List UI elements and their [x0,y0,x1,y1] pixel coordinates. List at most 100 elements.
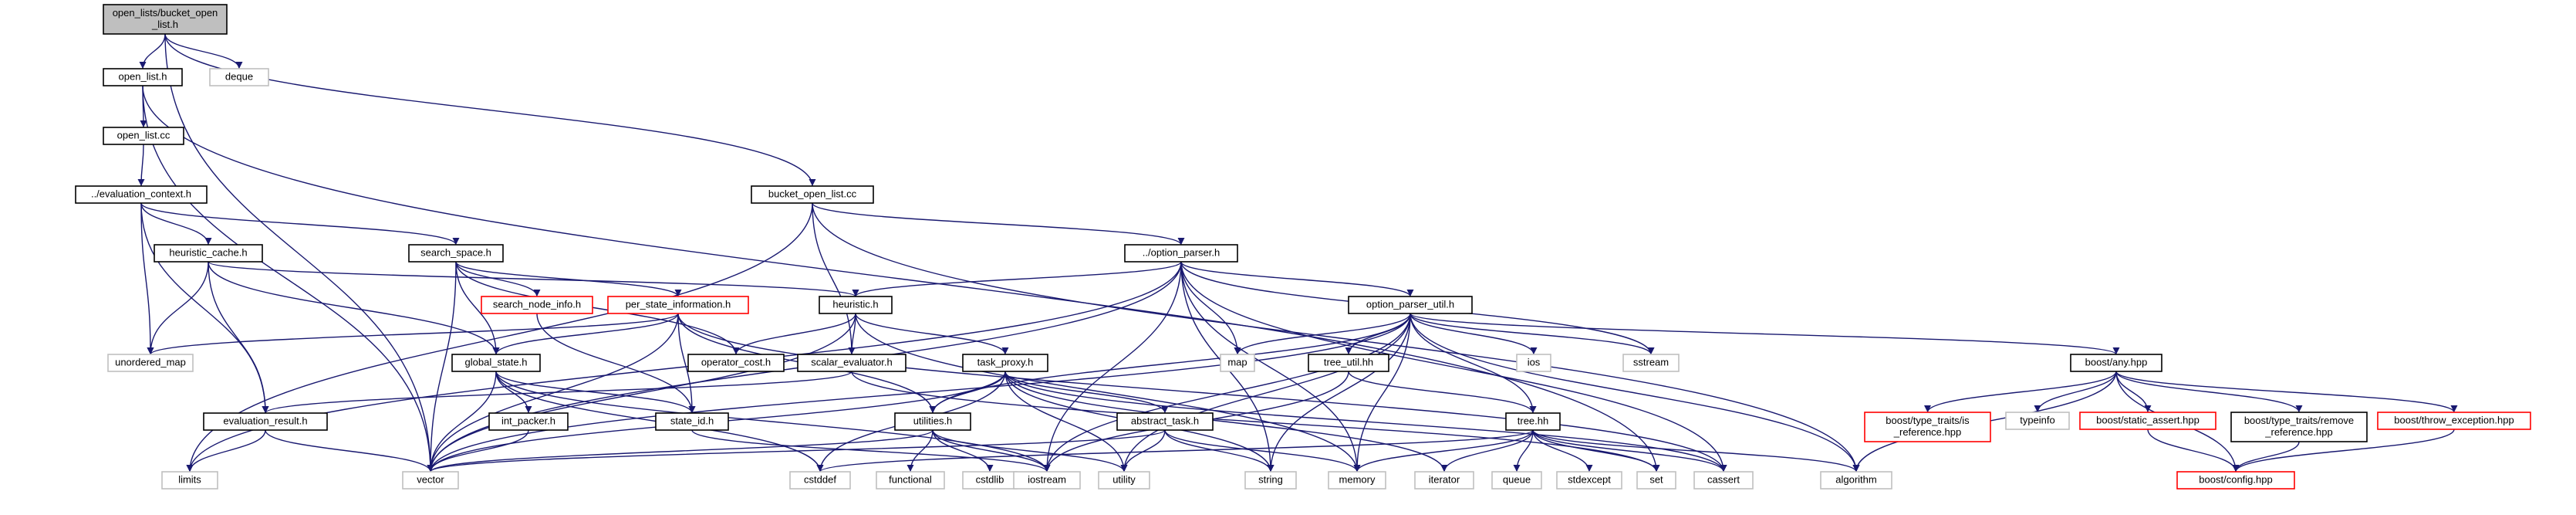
node-search-space-h[interactable]: search_space.h [408,244,504,263]
edge-line [1353,429,1534,473]
edge-option_parser_util_h-to-utilities_h [929,313,1411,414]
edge-line [265,429,434,473]
edge-line [455,261,740,355]
edge-throw_exception_hpp-to-boost_config_hpp [2232,429,2455,473]
edge-heuristic_h-to-memory [855,313,1361,473]
node-search-node-info-h[interactable]: search_node_info.h [481,296,593,314]
edge-line [1532,429,1860,473]
edge-heuristic_cache_h-to-evaluation_result_h [208,261,269,414]
node-box [1098,471,1150,490]
edge-option_parser_util_h-to-sstream [1410,313,1655,355]
edge-scalar_evaluator_h-to-set [851,371,1660,473]
edge-bucket_open_list_cc-to-scalar_evaluator_h [812,202,856,355]
node-scalar-evaluator-h[interactable]: scalar_evaluator.h [797,354,906,372]
node-utilities-h[interactable]: utilities.h [894,412,971,431]
node-tree-hh[interactable]: tree.hh [1505,412,1561,431]
edge-option_parser_h-to-memory [1180,261,1361,473]
node-static-assert-hpp[interactable]: boost/static_assert.hpp [2079,412,2216,430]
edge-line [427,429,529,473]
edge-evaluation_context_h-to-unordered_map [140,202,154,355]
node-open-list-cc[interactable]: open_list.cc [103,127,184,145]
node-abstract-task-h[interactable]: abstract_task.h [1116,412,1214,431]
node-box [751,185,874,204]
edge-line [164,33,243,69]
node-box [1556,471,1622,490]
node-remove-reference-hpp[interactable]: boost/type_traits/remove_reference.hpp [2230,412,2368,442]
edge-line [932,429,1051,473]
edge-line [1234,313,1411,355]
edge-boost_any_hpp-to-throw_exception_hpp [2115,371,2458,413]
edge-global_state_h-to-int_packer_h [495,371,532,414]
node-option-parser-h[interactable]: ../option_parser.h [1124,244,1238,263]
edge-option_parser_h-to-iostream [1043,261,1182,473]
edge-line [147,261,209,355]
edge-utilities_h-to-cstdlib [932,429,994,473]
node-label: tree_util.hh [1324,357,1373,368]
node-open-list-h[interactable]: open_list.h [103,68,183,86]
node-box [408,244,504,263]
node-int-packer-h[interactable]: int_packer.h [488,412,569,431]
node-cassert: cassert [1693,471,1754,490]
node-label: open_lists/bucket_open [113,7,218,19]
edge-utilities_h-to-functional [906,429,934,473]
node-box [209,68,269,86]
node-label: search_space.h [420,247,491,259]
edge-abstract_task_h-to-memory [1164,429,1361,473]
node-label: per_state_information.h [626,299,731,310]
node-operator-cost-h[interactable]: operator_cost.h [687,354,785,372]
node-limits: limits [161,471,218,490]
node-is-reference-hpp[interactable]: boost/type_traits/is_reference.hpp [1864,412,1991,442]
node-label: tree.hh [1518,415,1548,427]
node-boost-config-hpp[interactable]: boost/config.hpp [2176,471,2295,490]
edge-line [812,202,856,355]
node-box [1505,412,1561,431]
edge-heuristic_h-to-operator_cost_h [732,313,856,355]
node-label: utility [1112,474,1136,486]
edge-line [2232,429,2455,473]
node-option-parser-util-h[interactable]: option_parser_util.h [1348,296,1473,314]
node-box [1328,471,1386,490]
edge-line [186,261,1182,473]
node-iterator: iterator [1414,471,1474,490]
node-iostream: iostream [1013,471,1081,490]
node-task-proxy-h[interactable]: task_proxy.h [962,354,1048,372]
node-unordered-map: unordered_map [107,354,194,372]
node-box [1622,354,1680,372]
node-box [75,185,208,204]
node-box [1516,354,1551,372]
edge-global_state_h-to-vector [427,371,497,473]
node-label: heuristic_cache.h [169,247,247,259]
node-evaluation-context-h[interactable]: ../evaluation_context.h [75,185,208,204]
node-box [1220,354,1255,372]
edge-root-to-vector [164,33,434,473]
node-evaluation-result-h[interactable]: evaluation_result.h [203,412,328,431]
edge-tree_hh-to-memory [1353,429,1534,473]
node-global-state-h[interactable]: global_state.h [451,354,541,372]
node-heuristic-cache-h[interactable]: heuristic_cache.h [154,244,263,263]
node-per-state-information-h[interactable]: per_state_information.h [607,296,749,314]
node-deque: deque [209,68,269,86]
node-map: map [1220,354,1255,372]
edge-search_node_info_h-to-state_id_h [536,313,696,414]
node-box [789,471,851,490]
node-label: scalar_evaluator.h [811,357,893,368]
node-tree-util-hh[interactable]: tree_util.hh [1308,354,1389,372]
node-state-id-h[interactable]: state_id.h [655,412,729,431]
node-typeinfo: typeinfo [2005,412,2070,430]
node-label: algorithm [1835,474,1876,486]
edge-line [1120,429,1166,473]
node-label: _list.h [151,19,178,30]
node-boost-any-hpp[interactable]: boost/any.hpp [2070,354,2162,372]
node-heuristic-h[interactable]: heuristic.h [819,296,893,314]
edge-option_parser_util_h-to-boost_any_hpp [1410,313,2120,355]
node-root[interactable]: open_lists/bucket_open_list.h [103,4,228,35]
node-label: boost/static_assert.hpp [2096,415,2200,426]
node-label: _reference.hpp [2264,426,2332,438]
node-box [2176,471,2295,490]
node-bucket-open-list-cc[interactable]: bucket_open_list.cc [751,185,874,204]
edge-line [812,202,1860,473]
node-throw-exception-hpp[interactable]: boost/throw_exception.hpp [2377,412,2531,430]
node-label: memory [1339,474,1376,486]
edge-scalar_evaluator_h-to-evaluation_result_h [262,371,852,414]
